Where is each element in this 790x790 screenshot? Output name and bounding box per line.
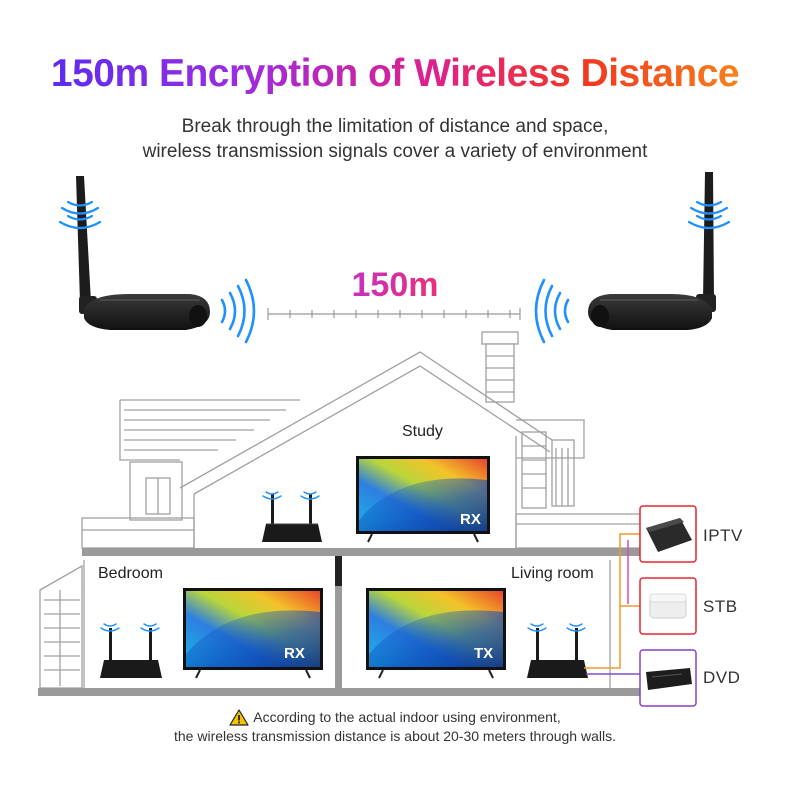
ground-floor-slab [38,688,642,696]
stb-device-card [639,577,697,635]
dvd-device-card [639,649,697,707]
device-label-stb: STB [703,597,738,616]
note-line-1: According to the actual indoor using env… [253,709,561,725]
note-line-2: the wireless transmission distance is ab… [174,728,616,744]
right-signal-waves-icon [534,278,570,344]
study-tv [356,456,490,543]
living-room-tv-badge: TX [474,645,494,662]
study-tv-badge: RX [460,511,481,528]
room-label-study: Study [402,423,443,440]
bedroom-router [100,628,162,678]
subtitle-line-2: wireless transmission signals cover a va… [142,141,648,162]
device-label-iptv: IPTV [703,526,743,545]
bedroom-tv [183,588,323,679]
iptv-device-card [639,505,697,563]
room-label-bedroom: Bedroom [98,565,163,582]
house-outline [39,331,641,689]
right-antenna-signal-icon [687,200,731,230]
device-label-dvd: DVD [703,668,741,687]
distance-label: 150m [330,266,460,305]
distance-ruler [267,308,521,320]
bedroom-tv-badge: RX [284,645,305,662]
upper-floor-slab [82,548,642,556]
study-router-signal-icon [262,491,320,500]
living-room-router [527,628,588,678]
left-signal-waves-icon [220,278,256,344]
left-antenna-signal-icon [58,200,102,230]
bedroom-router-signal-icon [100,623,160,632]
room-label-living-room: Living room [511,565,594,582]
left-wireless-device [76,176,210,330]
study-router [262,494,322,542]
interior-wall-top [335,556,342,586]
interior-wall [335,556,342,688]
living-room-router-signal-icon [527,623,586,632]
page-title: 150m Encryption of Wireless Distance [0,52,790,96]
right-wireless-device [588,172,716,330]
usage-note: According to the actual indoor using env… [0,708,790,746]
source-connectors [584,533,640,675]
subtitle-line-1: Break through the limitation of distance… [181,116,609,137]
living-room-tv [366,588,506,679]
warning-icon [229,709,249,726]
subtitle: Break through the limitation of distance… [0,114,790,164]
